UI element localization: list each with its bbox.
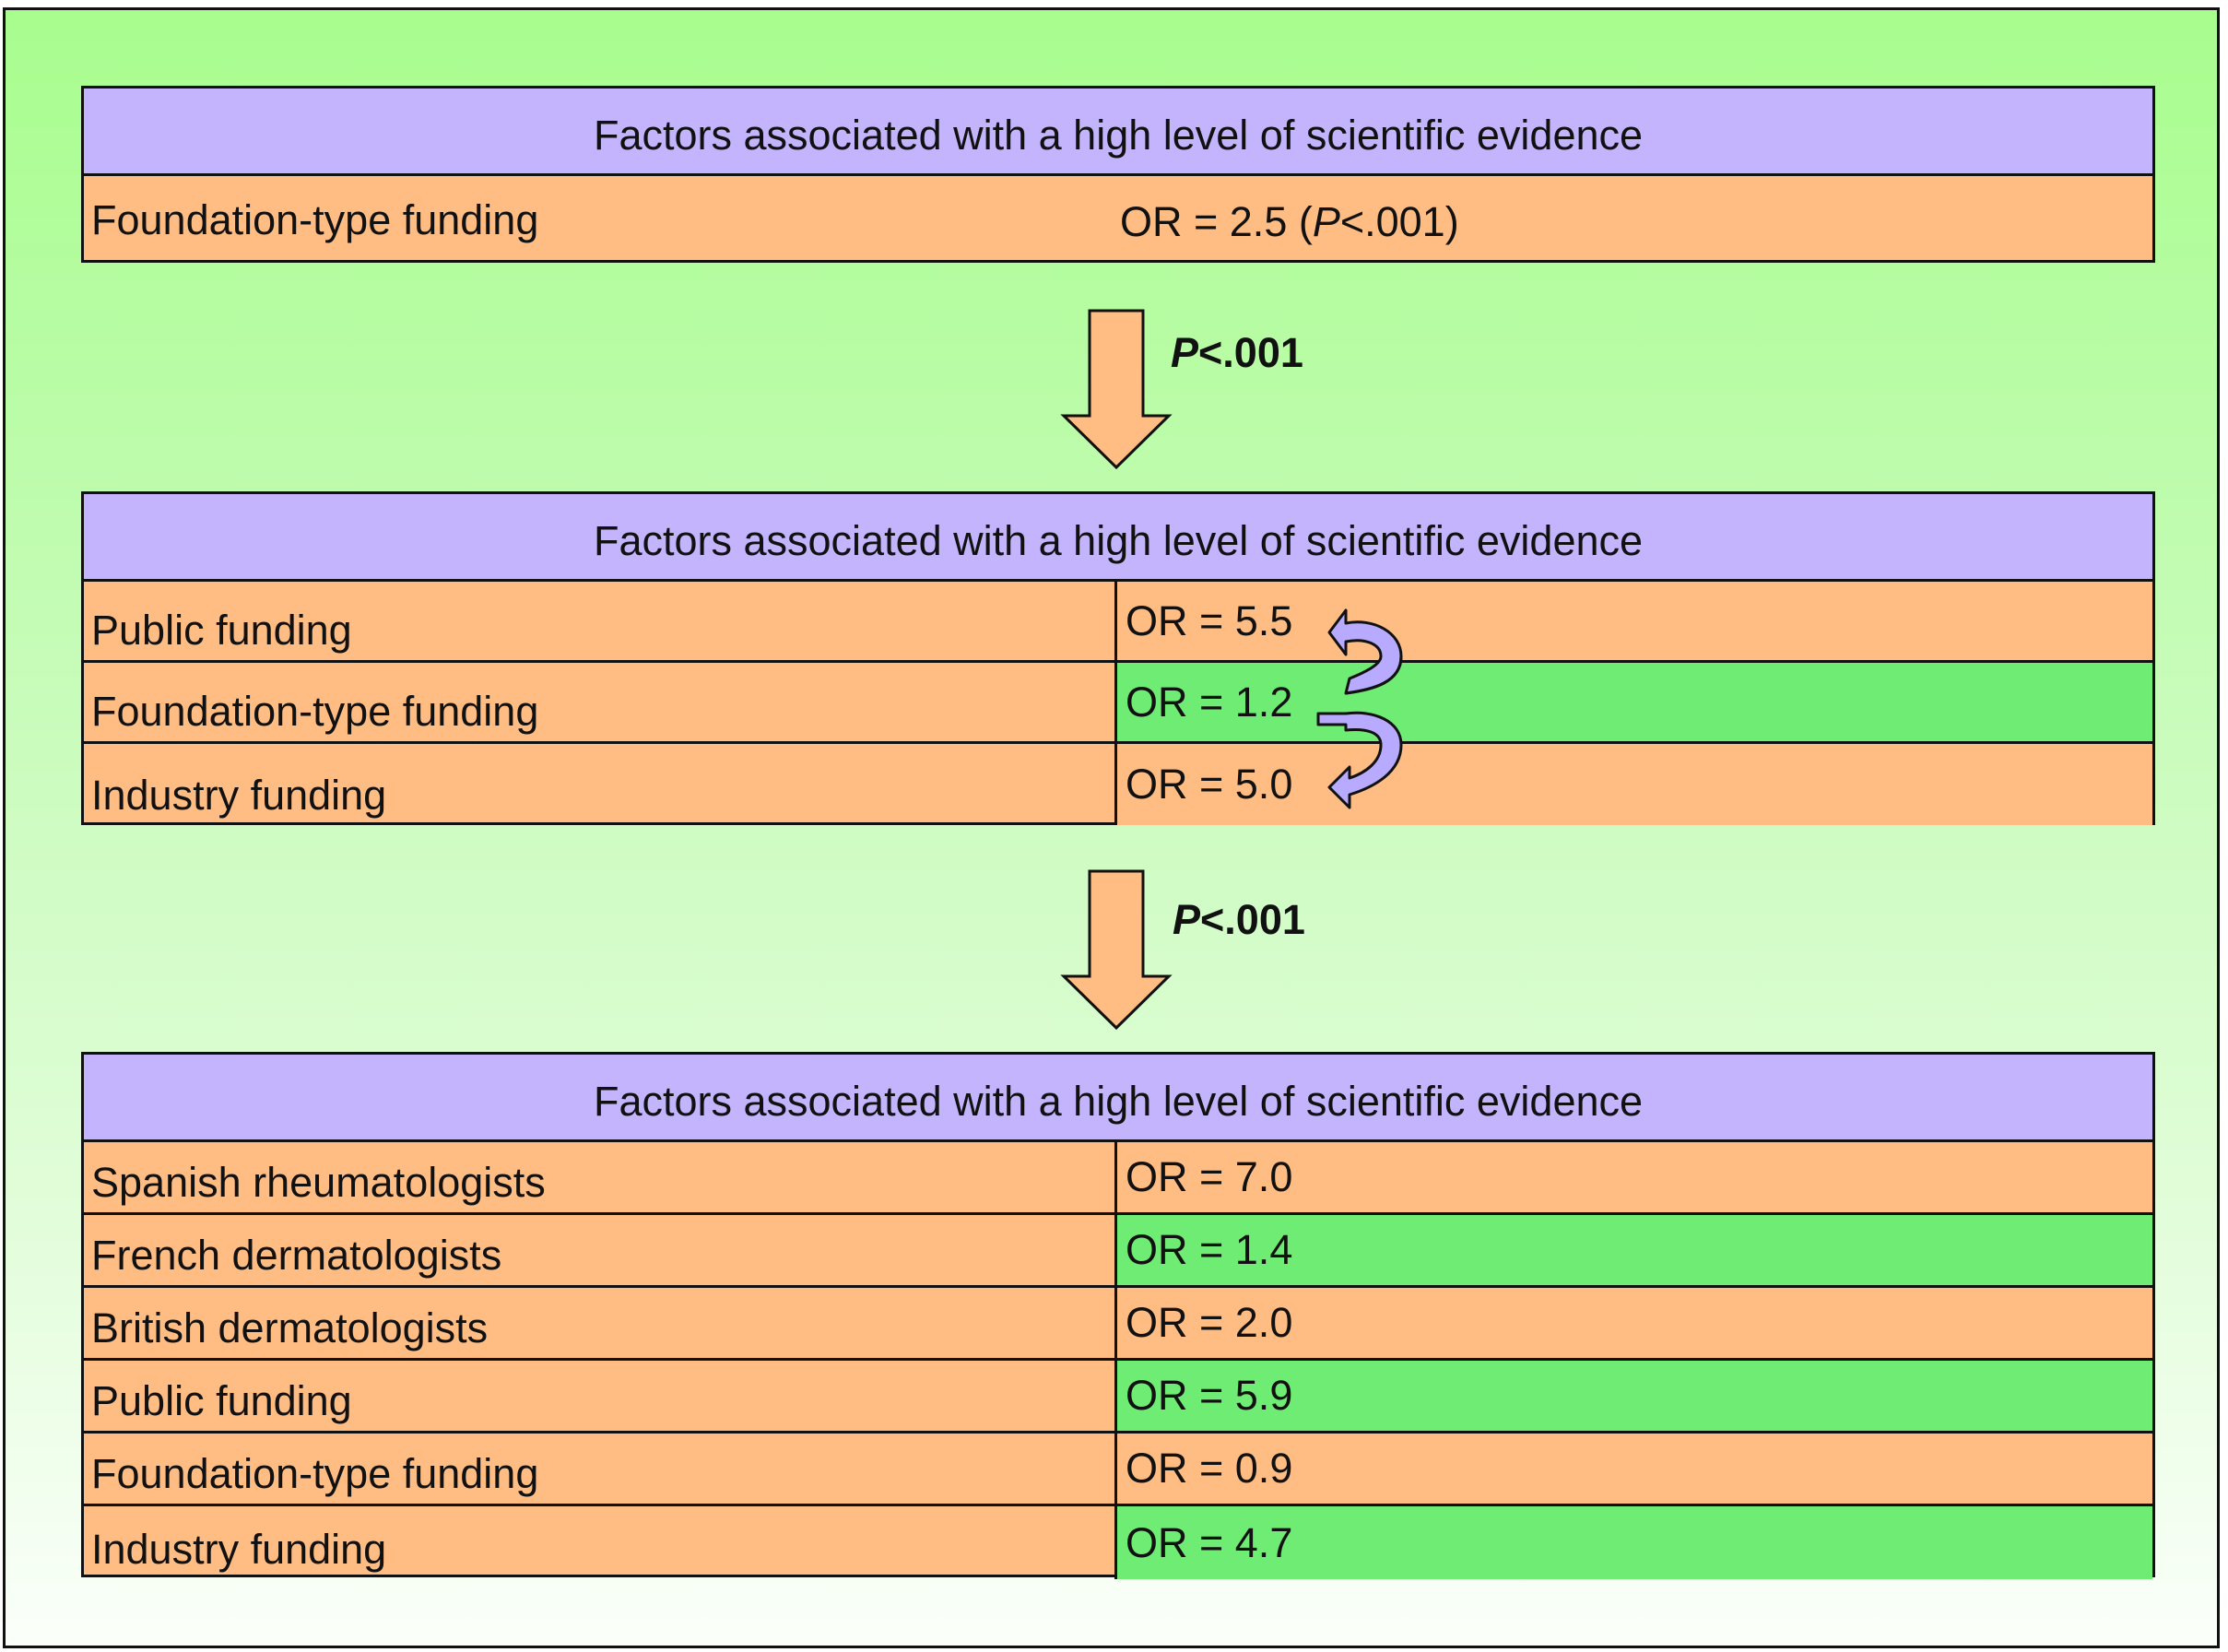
down-arrow-icon [1060,309,1173,470]
factor-label: Public funding [84,582,1117,660]
odds-ratio-value: OR = 2.5 (P<.001) [1120,198,1459,246]
diagram-frame: Factors associated with a high level of … [3,7,2220,1648]
down-arrow-icon [1060,869,1173,1031]
odds-ratio-value: OR = 7.0 [1117,1142,2152,1212]
panel-initial-model: Factors associated with a high level of … [81,86,2155,263]
factor-label: Industry funding [84,744,1117,825]
p-value-label: P<.001 [1173,896,1305,944]
factor-label: Public funding [84,1361,1117,1431]
panel-funding-model: Factors associated with a high level of … [81,491,2155,825]
p-threshold: <.001 [1200,896,1305,943]
p-symbol: P [1171,329,1199,376]
panel-header: Factors associated with a high level of … [84,88,2152,176]
p-symbol: P [1312,198,1340,245]
odds-ratio-value: OR = 0.9 [1117,1434,2152,1504]
panel-full-model: Factors associated with a high level of … [81,1052,2155,1579]
odds-ratio-value: OR = 1.2 [1117,663,2152,741]
factor-label: Foundation-type funding [84,1434,1117,1504]
or-suffix: <.001) [1339,198,1459,245]
factor-label: Industry funding [84,1506,1117,1579]
odds-ratio-value: OR = 5.9 [1117,1361,2152,1431]
factor-label: Foundation-type funding [84,663,1117,741]
odds-ratio-value: OR = 1.4 [1117,1215,2152,1285]
factor-label: Foundation-type funding [91,196,539,243]
odds-ratio-value: OR = 4.7 [1117,1506,2152,1579]
factor-label: Spanish rheumatologists [84,1142,1117,1212]
p-symbol: P [1173,896,1201,943]
factor-label: British dermatologists [84,1288,1117,1358]
panel-header: Factors associated with a high level of … [84,1055,2152,1142]
table-row: Foundation-type funding OR = 2.5 (P<.001… [84,176,2152,258]
p-value-label: P<.001 [1171,329,1303,377]
curved-swap-arrows-icon [1316,608,1403,809]
panel-header: Factors associated with a high level of … [84,494,2152,582]
odds-ratio-value: OR = 2.0 [1117,1288,2152,1358]
odds-ratio-value: OR = 5.5 [1117,582,2152,660]
or-prefix: OR = 2.5 ( [1120,198,1313,245]
odds-ratio-value: OR = 5.0 [1117,744,2152,825]
factor-label: French dermatologists [84,1215,1117,1285]
p-threshold: <.001 [1198,329,1303,376]
